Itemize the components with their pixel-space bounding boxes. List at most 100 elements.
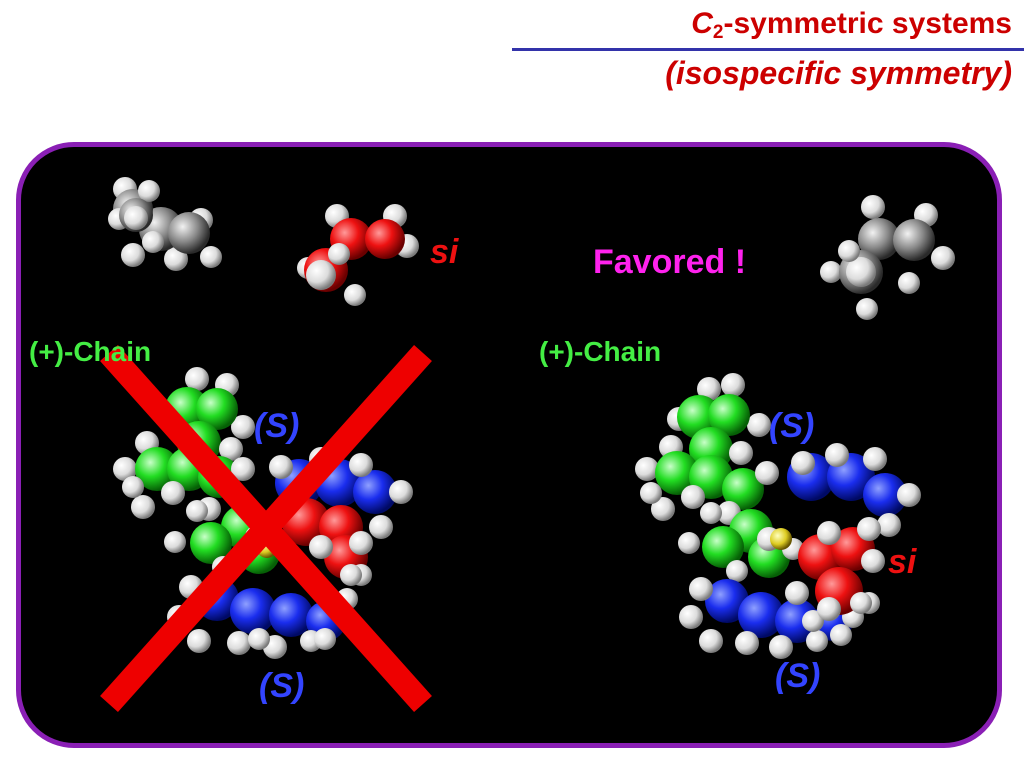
atom	[681, 485, 705, 509]
rejected-cross-icon	[100, 345, 432, 712]
propylene-red-si	[297, 204, 419, 306]
atom	[838, 240, 860, 262]
atom	[863, 447, 887, 471]
atom	[353, 470, 397, 514]
favored-label: Favored !	[593, 243, 747, 281]
atom	[699, 629, 723, 653]
atom	[122, 476, 144, 498]
atom	[850, 592, 872, 614]
atom	[825, 443, 849, 467]
molecular-models	[100, 177, 955, 712]
atom	[138, 180, 160, 202]
atom	[328, 243, 350, 265]
chain-label-left: (+)-Chain	[29, 336, 152, 367]
si-label-top: si	[430, 233, 459, 271]
title-subscript: 2	[712, 22, 724, 43]
atom	[802, 610, 824, 632]
atom	[655, 451, 699, 495]
atom	[678, 532, 700, 554]
atom	[729, 441, 753, 465]
atom	[365, 219, 405, 259]
atom	[231, 415, 255, 439]
atom	[121, 243, 145, 267]
config-label-left-top: (S)	[254, 407, 300, 445]
atom	[898, 272, 920, 294]
atom	[344, 284, 366, 306]
atom	[635, 457, 659, 481]
atom	[369, 515, 393, 539]
atom	[679, 605, 703, 629]
atom	[131, 495, 155, 519]
atom	[168, 212, 210, 254]
atom	[705, 579, 749, 623]
atom	[755, 461, 779, 485]
atom	[640, 482, 662, 504]
atom	[856, 298, 878, 320]
atom	[738, 592, 784, 638]
config-label-right-top: (S)	[769, 407, 815, 445]
atom	[708, 394, 750, 436]
atom	[231, 457, 255, 481]
atom	[775, 599, 819, 643]
chain-label-right: (+)-Chain	[539, 336, 662, 367]
atom	[697, 377, 721, 401]
atom	[161, 481, 185, 505]
atom	[770, 528, 792, 550]
propylene-gray-left	[108, 177, 222, 271]
catalyst-model-right	[635, 373, 921, 659]
atom	[791, 451, 815, 475]
atom	[185, 367, 209, 391]
atom	[721, 373, 745, 397]
atom	[861, 549, 885, 573]
atom	[689, 577, 713, 601]
config-label-left-bottom: (S)	[259, 667, 305, 705]
atom	[230, 588, 276, 634]
atom	[817, 597, 841, 621]
atom	[700, 502, 722, 524]
atom	[306, 260, 336, 290]
atom	[861, 195, 885, 219]
atom	[726, 560, 748, 582]
atom	[747, 413, 771, 437]
title-divider	[512, 48, 1024, 51]
atom	[164, 531, 186, 553]
atom	[830, 624, 852, 646]
atom	[931, 246, 955, 270]
atom	[269, 455, 293, 479]
atom	[651, 497, 675, 521]
atom	[164, 247, 188, 271]
atom	[735, 631, 759, 655]
atom	[863, 473, 907, 517]
atom	[113, 457, 137, 481]
propylene-gray-right	[820, 195, 955, 320]
atom	[877, 513, 901, 537]
atom	[846, 257, 876, 287]
atom	[858, 218, 900, 260]
si-label-right: si	[888, 543, 917, 581]
atom	[817, 521, 841, 545]
atom	[124, 206, 148, 230]
atom	[200, 246, 222, 268]
atom	[186, 500, 208, 522]
atom	[349, 531, 373, 555]
atom	[187, 629, 211, 653]
comparison-panel: si Favored ! (+)-Chain (S) (S) (+)-Chain…	[16, 142, 1002, 748]
title-prefix: C	[691, 7, 713, 40]
atom	[142, 231, 164, 253]
atom	[309, 535, 333, 559]
atom	[722, 468, 764, 510]
title-suffix: -symmetric systems	[723, 7, 1012, 40]
atom	[196, 388, 238, 430]
atom	[269, 593, 313, 637]
atom	[349, 453, 373, 477]
atom	[785, 581, 809, 605]
atom	[857, 517, 881, 541]
slide-subtitle: (isospecific symmetry)	[665, 55, 1012, 91]
atom	[340, 564, 362, 586]
atom	[820, 261, 842, 283]
atom	[248, 628, 270, 650]
atom	[135, 447, 179, 491]
atom	[190, 522, 232, 564]
config-label-right-bottom: (S)	[775, 657, 821, 695]
atom	[893, 219, 935, 261]
